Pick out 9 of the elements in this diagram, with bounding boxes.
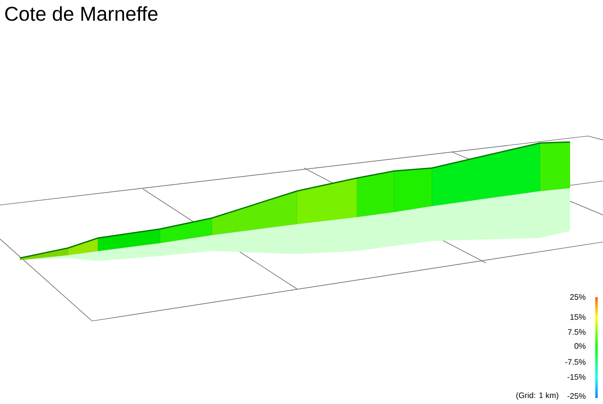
scale-label: 15%: [570, 314, 586, 320]
scale-label: -7.5%: [565, 359, 586, 365]
scale-label: 7.5%: [568, 329, 586, 335]
scale-label: 0%: [574, 343, 586, 349]
title: Cote de Marneffe: [5, 6, 158, 21]
scale-label: 25%: [570, 294, 586, 300]
grid-note: (Grid: 1 km): [516, 392, 558, 400]
scale-label: -15%: [567, 374, 586, 380]
scale-label: -25%: [567, 393, 586, 399]
